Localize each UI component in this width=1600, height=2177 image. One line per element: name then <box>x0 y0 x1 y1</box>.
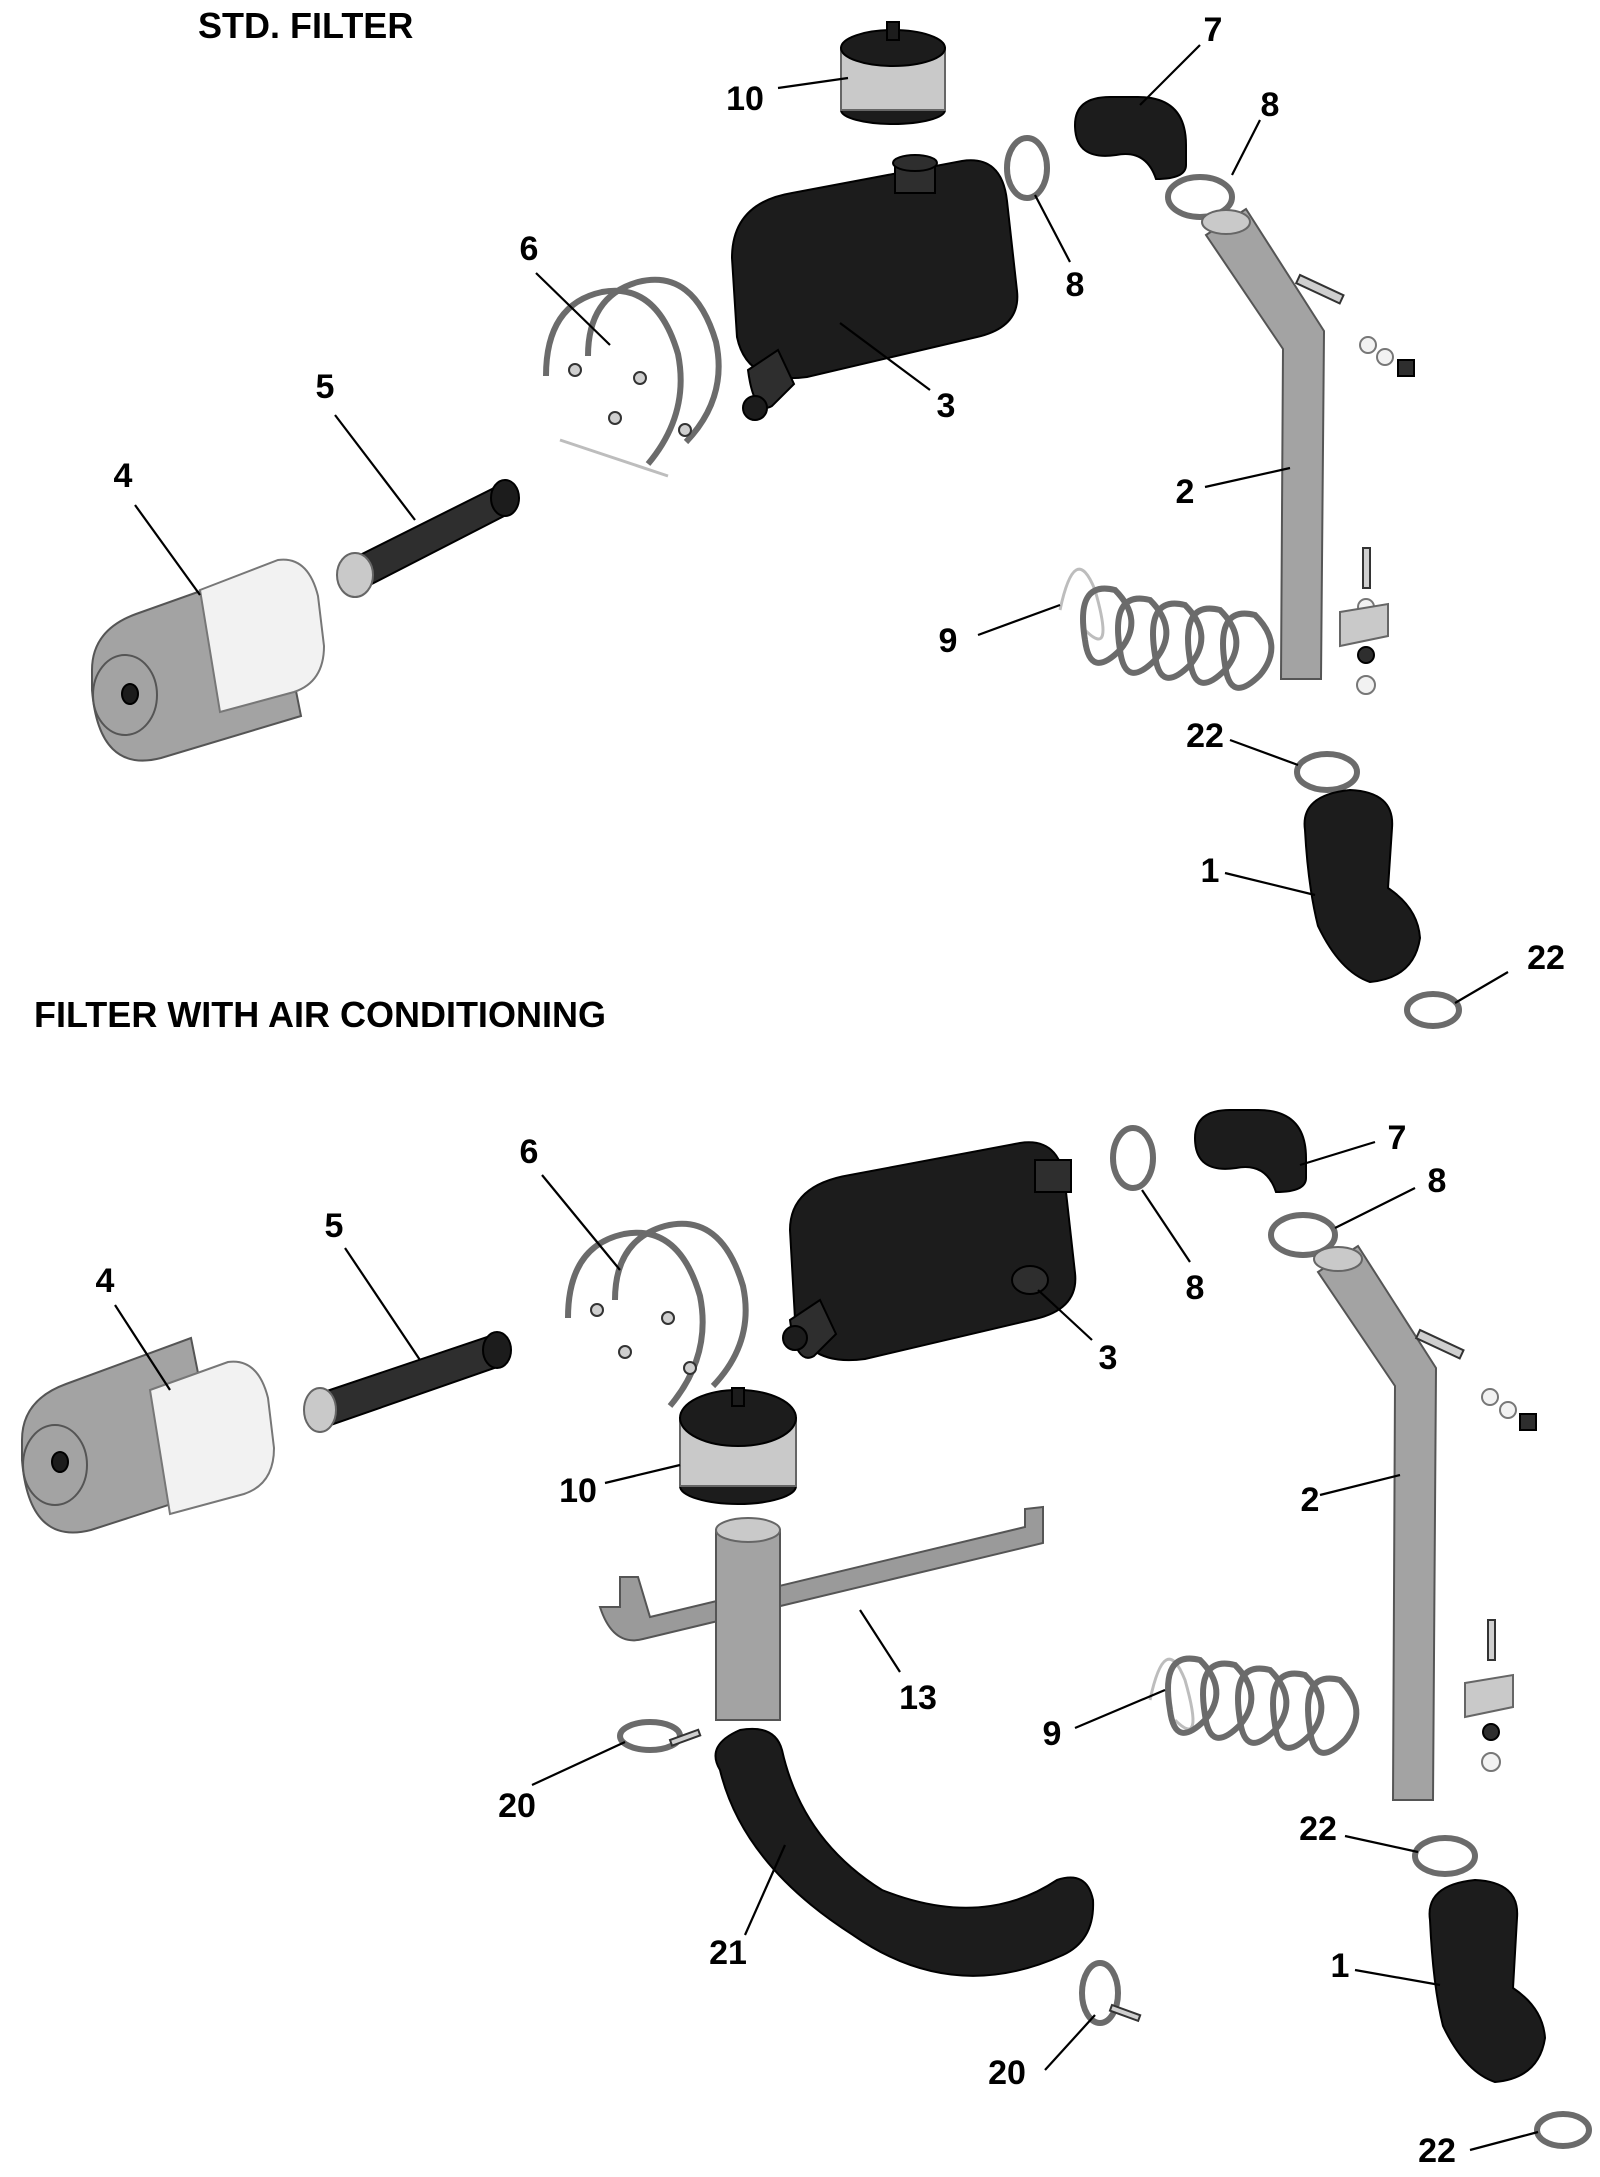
ac-clamp-b-part <box>1268 1212 1338 1258</box>
ac-callout-22-top: 22 <box>1299 1810 1337 1848</box>
std-callout-1: 1 <box>1201 852 1220 890</box>
ac-callout-10: 10 <box>559 1472 597 1510</box>
std-callout-8-right: 8 <box>1261 86 1280 124</box>
std-callout-8-left: 8 <box>1066 266 1085 304</box>
std-housing-part <box>730 154 1019 421</box>
ac-clamp-22b-part <box>1534 2111 1592 2149</box>
std-clamp-b-part <box>1165 174 1235 220</box>
std-callout-9: 9 <box>939 622 958 660</box>
ac-callout-20-bottom: 20 <box>988 2054 1026 2092</box>
ac-callout-5: 5 <box>325 1207 344 1245</box>
ac-clamp-a-part <box>1110 1125 1156 1191</box>
ac-callout-20-left: 20 <box>498 1787 536 1825</box>
ac-callout-21: 21 <box>709 1934 747 1972</box>
ac-callout-6: 6 <box>520 1133 539 1171</box>
std-filter-title: STD. FILTER <box>198 5 413 46</box>
std-callout-2: 2 <box>1176 473 1195 511</box>
ac-lower-elbow-part <box>1428 1878 1547 2084</box>
ac-callout-7: 7 <box>1388 1119 1407 1157</box>
std-leaders <box>134 44 1509 1004</box>
std-callout-4: 4 <box>114 457 133 495</box>
std-clamp-a-part <box>1004 135 1050 201</box>
ac-callout-22-bottom: 22 <box>1418 2132 1456 2170</box>
std-callouts: 10 7 8 8 6 3 5 4 2 9 22 1 22 <box>114 11 1565 977</box>
std-intake-pipe-part <box>1201 207 1415 695</box>
std-cable-ties-part <box>1058 567 1275 691</box>
std-callout-6: 6 <box>520 230 539 268</box>
std-precleaner-part <box>840 21 946 125</box>
ac-clamp-20b-part <box>1079 1960 1121 2026</box>
ac-parts <box>21 1109 1592 2149</box>
std-inner-element-part <box>336 479 520 598</box>
ac-cable-ties-part <box>1148 1655 1360 1756</box>
ac-callout-13: 13 <box>899 1679 937 1717</box>
std-callout-3: 3 <box>937 387 956 425</box>
ac-leaders <box>114 1140 1539 2152</box>
ac-callout-4: 4 <box>96 1262 115 1300</box>
std-parts <box>91 21 1462 1029</box>
ac-inner-element-part <box>303 1331 512 1433</box>
ac-callout-8-right: 8 <box>1428 1162 1447 1200</box>
ac-elbow-part <box>1193 1109 1307 1194</box>
ac-filter-title: FILTER WITH AIR CONDITIONING <box>34 994 606 1035</box>
std-clamp-22a-part <box>1294 751 1360 793</box>
ac-callout-2: 2 <box>1301 1481 1320 1519</box>
ac-duct-part <box>715 1517 781 1721</box>
std-clamp-22b-part <box>1404 991 1462 1029</box>
std-callout-10: 10 <box>726 80 764 118</box>
ac-bracket-part <box>565 1220 749 1408</box>
ac-intake-pipe-part <box>1313 1244 1537 1801</box>
ac-clamp-20a-part <box>617 1719 683 1753</box>
std-elbow-part <box>1073 96 1187 181</box>
ac-housing-part <box>782 1141 1077 1362</box>
ac-callout-8-left: 8 <box>1186 1269 1205 1307</box>
std-bracket-part <box>543 276 722 478</box>
ac-primary-element-part <box>21 1336 276 1534</box>
std-lower-elbow-part <box>1303 788 1422 984</box>
ac-callout-1: 1 <box>1331 1947 1350 1985</box>
std-callout-5: 5 <box>316 368 335 406</box>
ac-clamp-22a-part <box>1412 1835 1478 1877</box>
std-callout-22-top: 22 <box>1186 717 1224 755</box>
ac-support-bar-part <box>598 1505 1044 1642</box>
ac-precleaner-part <box>679 1387 797 1505</box>
std-primary-element-part <box>91 558 326 762</box>
ac-callouts: 7 8 8 6 3 5 4 10 2 13 9 20 21 20 22 1 22 <box>96 1119 1456 2170</box>
ac-callout-9: 9 <box>1043 1715 1062 1753</box>
std-callout-7: 7 <box>1204 11 1223 49</box>
ac-callout-3: 3 <box>1099 1339 1118 1377</box>
ac-corrugated-hose-part <box>714 1728 1095 1977</box>
std-callout-22-bottom: 22 <box>1527 939 1565 977</box>
